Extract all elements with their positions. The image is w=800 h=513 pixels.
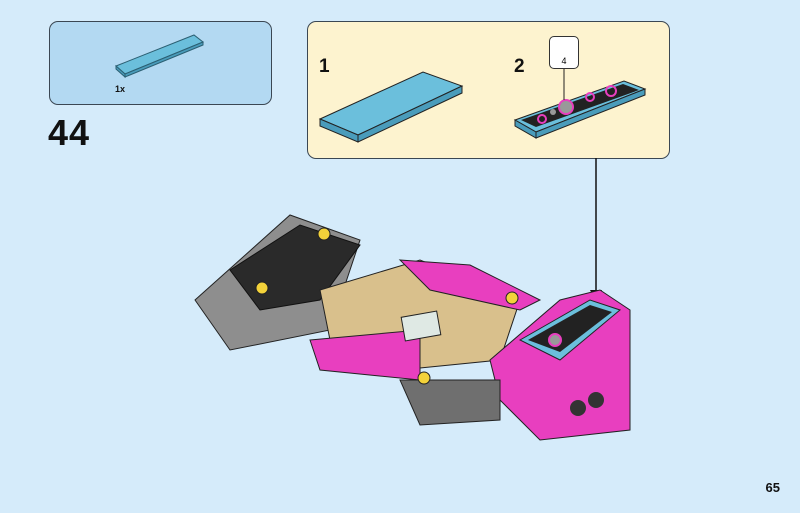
sticker-number: 4 bbox=[561, 56, 567, 66]
parts-list-box: 1x bbox=[49, 21, 272, 105]
substep-1-number: 1 bbox=[319, 56, 330, 77]
substep-2-number: 2 bbox=[514, 56, 525, 77]
page-number: 65 bbox=[765, 480, 780, 495]
arrow-icon bbox=[590, 290, 602, 302]
tile-part-image bbox=[115, 34, 204, 79]
step-number: 44 bbox=[48, 112, 91, 153]
sticker-callout: 4 bbox=[549, 36, 579, 69]
substep-box: 1 2 4 bbox=[307, 21, 670, 159]
substep-images bbox=[318, 67, 647, 143]
part-quantity: 1x bbox=[115, 84, 126, 94]
